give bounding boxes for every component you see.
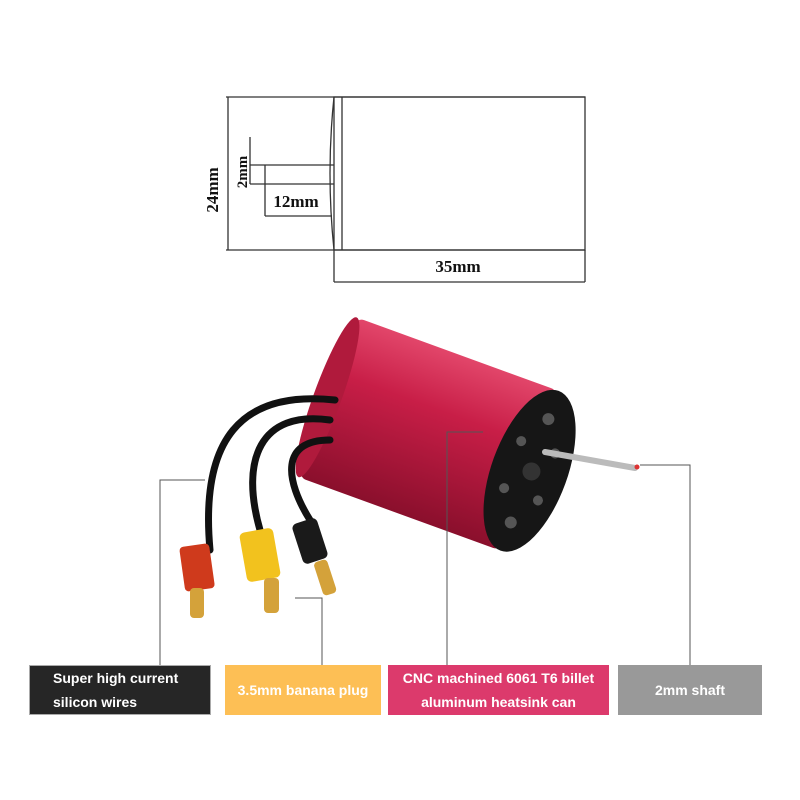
feature-label-shaft: 2mm shaft: [618, 665, 762, 715]
shaft-length-label: 12mm: [273, 192, 318, 211]
banana-plugs: [179, 518, 337, 618]
label-line: CNC machined 6061 T6 billet: [402, 670, 595, 686]
diameter-label: 24mm: [203, 167, 222, 212]
callout-plug: [295, 597, 323, 665]
callout-wires: [159, 479, 205, 665]
feature-label-can: CNC machined 6061 T6 billet aluminum heat…: [388, 665, 609, 715]
motor-shaft: [542, 449, 638, 471]
feature-label-plug: 3.5mm banana plug: [225, 665, 381, 715]
callout-can: [446, 431, 483, 665]
feature-label-wires: Super high current silicon wires: [29, 665, 211, 715]
label-line: silicon wires: [53, 694, 138, 710]
endbell-curve: [329, 96, 335, 251]
shaft-diameter-label: 2mm: [235, 155, 251, 188]
body-length-label: 35mm: [435, 257, 480, 276]
callout-shaft: [640, 464, 691, 665]
label-line: Super high current: [53, 670, 179, 686]
motor-illustration: [179, 317, 640, 618]
wires: [205, 395, 339, 554]
label-line: aluminum heatsink can: [421, 694, 576, 710]
label-line: 3.5mm banana plug: [237, 682, 369, 698]
motor-body-outline: [333, 96, 586, 251]
label-line: 2mm shaft: [654, 682, 726, 698]
